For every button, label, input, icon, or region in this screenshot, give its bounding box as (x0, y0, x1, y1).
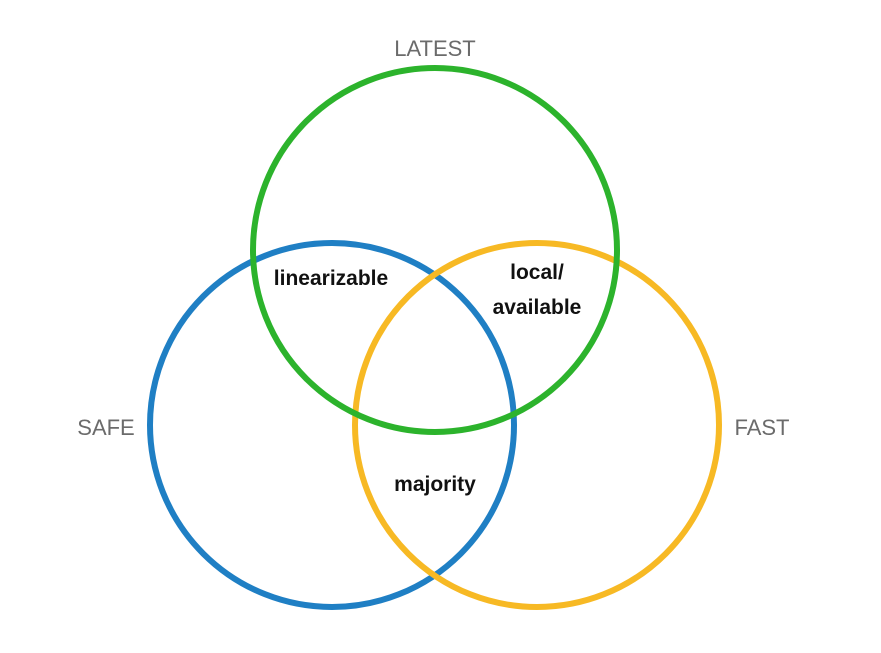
region-label-local: local/ (510, 261, 564, 284)
set-label-latest: LATEST (394, 36, 476, 61)
region-label-linearizable: linearizable (274, 267, 388, 290)
set-label-safe: SAFE (77, 415, 134, 440)
region-label-available: available (493, 296, 582, 319)
circle-safe (147, 240, 517, 610)
set-label-fast: FAST (734, 415, 789, 440)
circle-fast (352, 240, 722, 610)
region-label-majority: majority (394, 473, 476, 496)
circle-latest (250, 65, 620, 435)
